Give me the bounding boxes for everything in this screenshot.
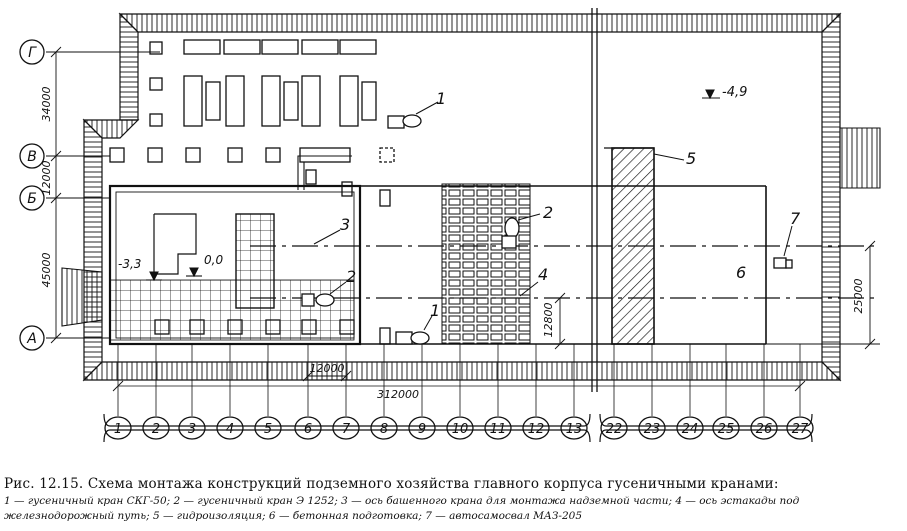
callout-trestle-axis: 4 bbox=[538, 265, 548, 284]
elevation-marks: -4,9 -3,3 0,0 bbox=[118, 85, 747, 282]
vertical-dimensions: 34000 12000 45000 bbox=[40, 87, 53, 288]
column-axis-marker bbox=[408, 416, 436, 440]
crane-axes bbox=[250, 245, 880, 299]
foundation-blocks bbox=[109, 39, 395, 345]
column-axis-lines bbox=[117, 344, 801, 416]
column-axis-marker bbox=[254, 416, 282, 440]
callout-crane-1: 1 bbox=[430, 301, 440, 320]
callout-crane-2: 2 bbox=[346, 267, 356, 286]
elevation-label: 0,0 bbox=[204, 253, 223, 267]
column-axis-marker bbox=[676, 416, 704, 440]
dim-12000-vertical: 12000 bbox=[40, 161, 53, 196]
column-axis-marker bbox=[522, 416, 550, 440]
crawler-crane-icon bbox=[501, 217, 520, 249]
column-axis-marker bbox=[484, 416, 512, 440]
column-axis-marker bbox=[178, 416, 206, 440]
column-axis-marker bbox=[638, 416, 666, 440]
callout-waterproofing: 5 bbox=[686, 149, 696, 168]
elevation-label: -3,3 bbox=[118, 257, 141, 271]
column-axis-marker bbox=[332, 416, 360, 440]
dim-34000: 34000 bbox=[40, 87, 53, 122]
dimension-ticks bbox=[112, 370, 806, 392]
column-axis-marker bbox=[142, 416, 170, 440]
callout-crane-1: 1 bbox=[436, 89, 446, 108]
column-axis-marker bbox=[712, 416, 740, 440]
column-axis-marker bbox=[446, 416, 474, 440]
row-axis-label-a: А bbox=[26, 331, 37, 347]
crawler-crane-icon bbox=[387, 114, 422, 129]
elevation-label: -4,9 bbox=[722, 85, 747, 100]
dim-45000: 45000 bbox=[40, 253, 53, 288]
callout-crane-2: 2 bbox=[543, 203, 553, 222]
dump-truck-icon bbox=[773, 257, 793, 269]
row-axis-label-v: В bbox=[27, 149, 37, 165]
dim-25000: 25000 bbox=[852, 279, 865, 314]
dim-12800-line bbox=[554, 292, 566, 350]
row-axis-markers: Г В Б А bbox=[19, 39, 45, 351]
callout-dump-truck: 7 bbox=[790, 209, 801, 228]
column-axis-marker bbox=[600, 416, 628, 440]
callouts bbox=[313, 101, 793, 331]
column-axis-marker bbox=[786, 416, 814, 440]
break-line bbox=[591, 8, 598, 392]
callout-concrete-base: 6 bbox=[736, 263, 746, 282]
excavation-slope bbox=[61, 12, 881, 382]
row-axes bbox=[46, 46, 160, 344]
dim-25000-line bbox=[766, 240, 880, 350]
row-axis-label-g: Г bbox=[28, 45, 37, 61]
column-axis-marker bbox=[370, 416, 398, 440]
figure-caption-title: Рис. 12.15. Схема монтажа конструкций по… bbox=[4, 476, 779, 492]
row-axis-label-b: Б bbox=[27, 191, 37, 207]
construction-plan-drawing: Г В Б А 34000 12000 45000 bbox=[19, 8, 881, 443]
column-axis-marker bbox=[216, 416, 244, 440]
callout-tower-crane-axis: 3 bbox=[340, 215, 350, 234]
column-axis-marker bbox=[560, 416, 588, 440]
figure-caption-legend: 1 — гусеничный кран СКГ-50; 2 — гусеничн… bbox=[4, 495, 800, 522]
dim-12000-horizontal: 12000 bbox=[310, 362, 345, 375]
crawler-crane-icon bbox=[301, 293, 335, 307]
column-marker-braces bbox=[103, 413, 813, 443]
crane-1-path bbox=[297, 155, 352, 190]
dim-12800: 12800 bbox=[542, 303, 555, 338]
dim-312000: 312000 bbox=[377, 388, 419, 401]
foundation-area bbox=[108, 147, 767, 346]
column-axis-marker bbox=[104, 416, 132, 440]
column-axis-marker bbox=[750, 416, 778, 440]
crawler-crane-icon bbox=[395, 331, 430, 345]
column-axis-marker bbox=[294, 416, 322, 440]
